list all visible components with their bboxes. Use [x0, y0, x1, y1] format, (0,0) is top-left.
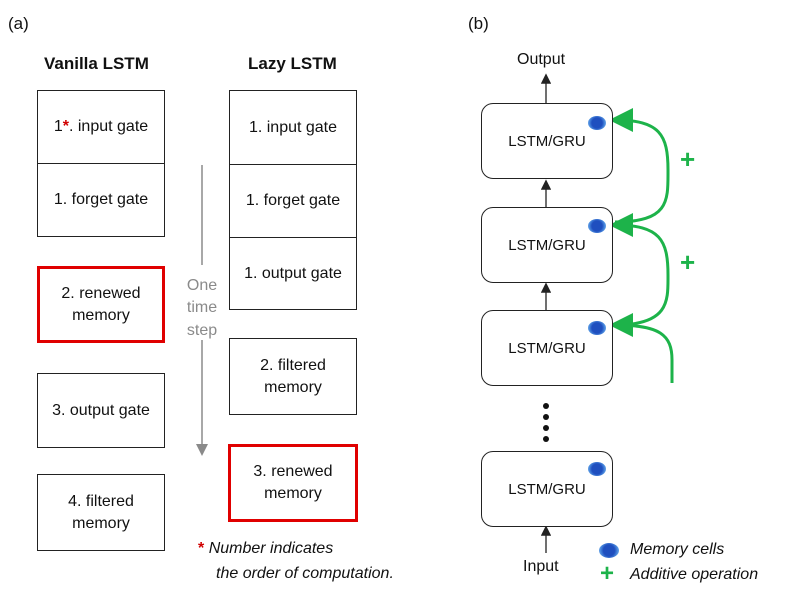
timestep-label: One time step [186, 277, 218, 339]
lstm-gru-node-1: LSTM/GRU [481, 103, 613, 179]
vanilla-lstm-title: Vanilla LSTM [44, 54, 149, 73]
lazy-filtered-memory: 2. filtered memory [229, 338, 357, 415]
legend-plus-icon: + [600, 560, 615, 587]
vanilla-renewed-memory: 2. renewed memory [37, 266, 165, 343]
lazy-input-gate: 1. input gate [230, 91, 356, 165]
lazy-renewed-memory: 3. renewed memory [228, 444, 358, 522]
memory-cell-icon [588, 321, 606, 335]
vanilla-forget-gate: 1. forget gate [53, 191, 149, 208]
panel-a-label: (a) [8, 14, 29, 33]
footnote-line-2: the order of computation. [216, 565, 394, 582]
lstm-gru-node-4: LSTM/GRU [481, 451, 613, 527]
footnote-line-1: Number indicates [208, 540, 334, 557]
legend-memory-cells: Memory cells [630, 541, 725, 558]
node-label: LSTM/GRU [508, 339, 586, 357]
panel-b-label: (b) [468, 14, 489, 33]
plus-sign-upper: + [680, 144, 696, 174]
footnote-asterisk: * [198, 540, 205, 557]
additive-path-into-3 [609, 313, 674, 383]
ellipsis-dot [543, 436, 549, 442]
plus-sign-lower: + [680, 247, 696, 277]
lazy-forget-gate: 1. forget gate [230, 165, 356, 238]
output-label: Output [517, 51, 566, 68]
asterisk-marker: * [62, 118, 69, 135]
lazy-lstm-title: Lazy LSTM [248, 54, 337, 73]
footnote: * Number indicates [198, 540, 333, 558]
lstm-gru-node-3: LSTM/GRU [481, 310, 613, 386]
ellipsis-dot [543, 425, 549, 431]
node-label: LSTM/GRU [508, 236, 586, 254]
memory-cell-icon [588, 462, 606, 476]
node-label: LSTM/GRU [508, 132, 586, 150]
memory-cells-legend-icon [599, 543, 619, 558]
input-label: Input [523, 558, 559, 575]
additive-path-2-to-1 [609, 108, 670, 224]
memory-cell-icon [588, 116, 606, 130]
ellipsis-dot [543, 414, 549, 420]
lazy-output-gate: 1. output gate [244, 264, 342, 282]
vanilla-input-gate-number: 1 [53, 118, 63, 135]
vanilla-input-gate-text: . input gate [68, 118, 149, 135]
vanilla-output-gate: 3. output gate [37, 373, 165, 448]
vanilla-input-gate: 1*. input gate [38, 91, 164, 164]
ellipsis-dot [543, 403, 549, 409]
vanilla-filtered-memory: 4. filtered memory [37, 474, 165, 551]
timestep-arrow [196, 165, 208, 456]
memory-cell-icon [588, 219, 606, 233]
vanilla-gates-box: 1*. input gate 1. forget gate [37, 90, 165, 237]
node-label: LSTM/GRU [508, 480, 586, 498]
additive-path-3-to-2 [609, 213, 670, 327]
lazy-gates-box: 1. input gate 1. forget gate 1. output g… [229, 90, 357, 310]
legend-additive-operation: Additive operation [630, 566, 759, 583]
lstm-gru-node-2: LSTM/GRU [481, 207, 613, 283]
